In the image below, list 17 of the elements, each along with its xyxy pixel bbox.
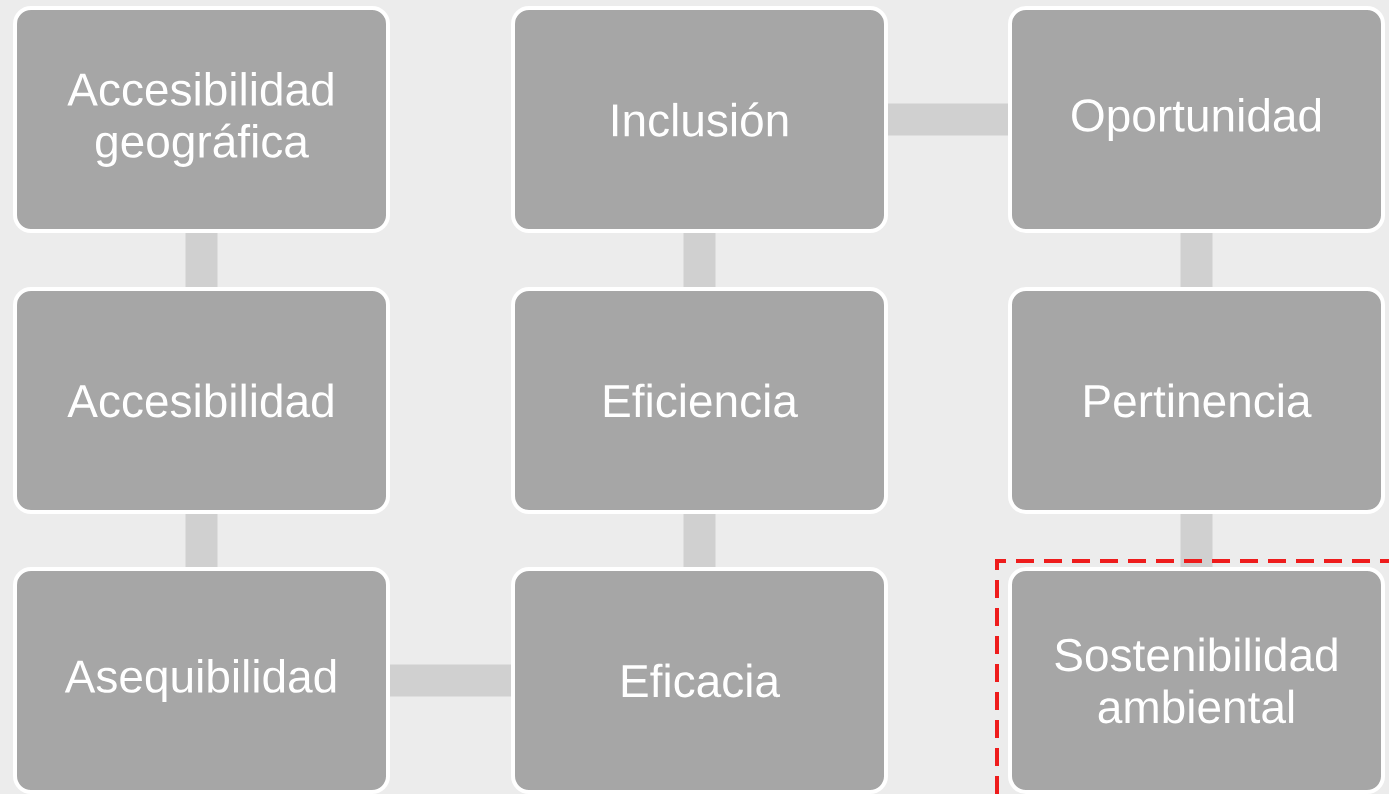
connector-bar <box>1180 514 1213 567</box>
rounded-box: Accesibilidad <box>13 287 390 514</box>
rounded-box: Sostenibilidad ambiental <box>1008 567 1385 794</box>
connector-bar <box>683 233 716 287</box>
rounded-box: Eficacia <box>511 567 888 794</box>
connector-bar <box>1180 233 1213 287</box>
connector-bar <box>185 233 218 287</box>
connector-bar <box>683 514 716 567</box>
rounded-box: Inclusión <box>511 6 888 233</box>
rounded-box: Pertinencia <box>1008 287 1385 514</box>
rounded-box: Eficiencia <box>511 287 888 514</box>
rounded-box: Asequibilidad <box>13 567 390 794</box>
connector-bar <box>390 664 511 697</box>
connector-bar <box>888 103 1008 136</box>
connector-bar <box>185 514 218 567</box>
rounded-box: Oportunidad <box>1008 6 1385 233</box>
rounded-box: Accesibilidad geográfica <box>13 6 390 233</box>
